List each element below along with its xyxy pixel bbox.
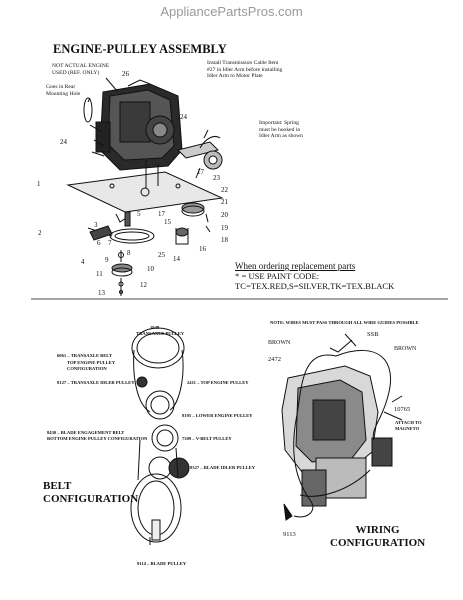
ordering-lines: * = USE PAINT CODE: TC=TEX.RED,S=SILVER,… <box>235 271 394 291</box>
belt-config-title: BELT CONFIGURATION <box>43 480 138 506</box>
callout-number: 7 <box>108 239 112 247</box>
note-cable-line: Install Transmission Cable Item <box>207 60 279 66</box>
note-engine: NOT ACTUAL ENGINE USED (REF. ONLY) <box>52 63 109 76</box>
ordering-line: TC=TEX.RED,S=SILVER,TK=TEX.BLACK <box>235 281 395 291</box>
belt-label: 2411 – TOP ENGINE PULLEY <box>187 380 249 385</box>
callout-number: 2 <box>38 229 42 237</box>
belt-label: 1948 <box>150 325 160 330</box>
belt-label: 8430 – BLADE ENGAGEMENT BELT <box>47 430 125 435</box>
note-rear-line: Goes in Rear <box>46 84 76 90</box>
callout-number: 17 <box>158 210 165 218</box>
callout-number: 16 <box>199 245 206 253</box>
wiring-note: NOTE: WIRES MUST PASS THROUGH ALL WIRE G… <box>270 320 419 325</box>
callout-number: 3 <box>94 221 98 229</box>
belt-diagram <box>131 328 189 545</box>
callout-number: 20 <box>221 211 228 219</box>
wiring-label: 2472 <box>268 356 281 363</box>
wiring-diagram <box>282 334 402 520</box>
note-engine-line: NOT ACTUAL ENGINE <box>52 63 110 69</box>
callout-number: 23 <box>213 174 220 182</box>
belt-label: CONFIGURATION <box>67 366 107 371</box>
callout-number: 17 <box>197 168 204 176</box>
callout-number: 6 <box>97 239 101 247</box>
wiring-title-line: WIRING <box>355 524 400 536</box>
engine-plate <box>68 160 222 212</box>
wiring-label: 10765 <box>394 406 411 413</box>
callout-number: 4 <box>81 258 85 266</box>
callout-number: 19 <box>221 224 228 232</box>
belt-title-line: CONFIGURATION <box>43 493 139 505</box>
wiring-label: MAGNETO <box>395 426 420 431</box>
note-spring-line: Idler Arm as shown <box>259 133 303 140</box>
callout-number: 26 <box>122 70 129 78</box>
note-rear-hole: Goes in Rear Mounting Hole <box>46 84 80 97</box>
note-rear-line: Mounting Hole <box>46 90 81 97</box>
belt-label: TRANSAXLE PULLEY <box>136 331 185 336</box>
idler-arm <box>178 130 222 178</box>
callout-number: 21 <box>221 198 228 206</box>
note-cable: Install Transmission Cable Item #27 in I… <box>207 60 282 80</box>
belt-label: TOP ENGINE PULLEY <box>67 360 116 365</box>
engine-illustration <box>84 78 182 170</box>
wiring-label: 9113 <box>283 531 296 538</box>
note-cable-line: #27 in Idler Arm before installing <box>207 66 283 73</box>
note-cable-line: Idler Arm to Motor Plate <box>207 73 263 80</box>
lower-pulleys <box>88 203 210 296</box>
note-engine-line: USED (REF. ONLY) <box>52 69 100 76</box>
belt-label: BOTTOM ENGINE PULLEY CONFIGURATION <box>47 436 148 441</box>
callout-number: 5 <box>137 210 141 218</box>
belt-label: 7309 – V-BELT PULLEY <box>182 436 232 441</box>
engine-pulley-title: ENGINE-PULLEY ASSEMBLY <box>53 42 227 56</box>
belt-label: 8105 – LOWER ENGINE PULLEY <box>182 413 253 418</box>
wiring-config-title: WIRING CONFIGURATION <box>330 524 425 550</box>
callout-number: 25 <box>158 251 165 259</box>
callout-number: 10 <box>147 265 154 273</box>
ordering-line: * = USE PAINT CODE: <box>235 271 320 281</box>
wiring-label: BROWN <box>268 340 291 346</box>
belt-label: 6061 – TRANSAXLE BELT <box>57 353 113 358</box>
wiring-label: ATTACH TO <box>395 420 422 425</box>
callout-number: 13 <box>98 289 105 297</box>
callout-number: 11 <box>96 270 103 278</box>
ordering-heading: When ordering replacement parts <box>235 261 356 271</box>
callout-number: 22 <box>221 186 228 194</box>
callout-number: 8 <box>127 249 131 257</box>
belt-label: 8127 – TRANSAXLE IDLER PULLEY <box>57 380 135 385</box>
belt-label: 8327 – BLADE IDLER PULLEY <box>190 465 256 470</box>
belt-label: 9114 – BLADE PULLEY <box>137 561 187 566</box>
belt-title-line: BELT <box>43 480 72 492</box>
note-spring-line: Important: Spring <box>259 120 299 126</box>
callout-number: 15 <box>164 218 171 226</box>
callout-number: 1 <box>37 180 41 188</box>
watermark: AppliancePartsPros.com <box>160 4 303 19</box>
wiring-label: SSB <box>367 331 379 338</box>
callout-number: 18 <box>221 236 228 244</box>
wiring-label: BROWN <box>394 346 417 352</box>
note-spring: Important: Spring must be hooked in Idle… <box>259 120 303 140</box>
callout-number: 24 <box>180 113 187 121</box>
callout-number: 14 <box>173 255 180 263</box>
wiring-title-line: CONFIGURATION <box>330 537 426 549</box>
callout-number: 9 <box>105 256 109 264</box>
note-spring-line: must be hooked in <box>259 126 301 133</box>
callout-number: 24 <box>60 138 67 146</box>
callout-number: 12 <box>140 281 147 289</box>
